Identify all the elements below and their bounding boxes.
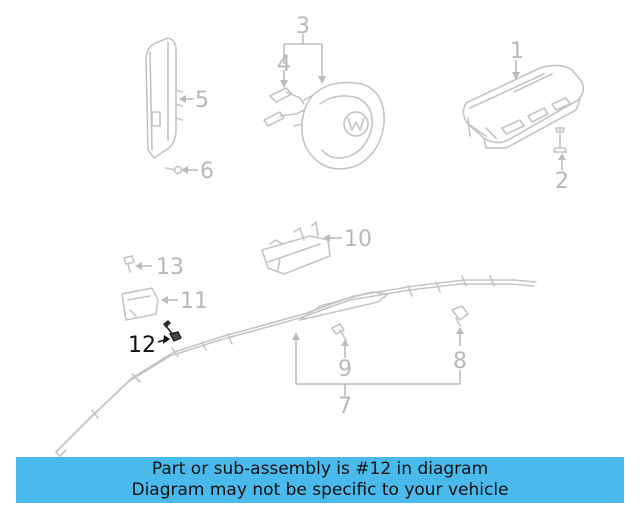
part-4-connector — [263, 87, 305, 127]
part-13-screw: 13 — [123, 255, 184, 280]
part-8-clip: 8 — [451, 305, 469, 384]
part-3-steering-wheel-airbag — [293, 81, 385, 170]
part-7-curtain-airbag: 7 — [55, 275, 537, 457]
callout-2-label: 2 — [555, 169, 569, 194]
part-6-bolt: 6 — [165, 159, 214, 184]
part-12-bolt-highlighted: 12 — [128, 320, 182, 358]
callout-1-label: 1 — [510, 39, 524, 64]
callout-9-label: 9 — [338, 357, 352, 382]
callout-1: 1 — [510, 39, 524, 80]
info-banner: Part or sub-assembly is #12 in diagram D… — [16, 457, 624, 503]
callout-11-label: 11 — [180, 289, 208, 314]
part-2-bolt: 2 — [553, 127, 569, 194]
callout-4-label: 4 — [277, 52, 291, 77]
part-1-passenger-airbag — [462, 64, 585, 149]
banner-line-2: Diagram may not be specific to your vehi… — [131, 480, 509, 500]
callout-7-label: 7 — [338, 394, 352, 419]
part-5-knee-airbag: 5 — [145, 37, 209, 159]
callout-8-label: 8 — [453, 349, 467, 374]
callout-3-label: 3 — [296, 14, 310, 39]
callout-12-label: 12 — [128, 333, 156, 358]
part-9-bolt: 9 — [331, 323, 352, 382]
callout-5-label: 5 — [195, 88, 209, 113]
part-11-cover: 11 — [121, 287, 208, 321]
callout-6-label: 6 — [200, 159, 214, 184]
callout-3-4: 3 4 — [277, 14, 326, 88]
part-10-bracket: 10 — [261, 221, 372, 275]
callout-10-label: 10 — [344, 227, 372, 252]
banner-line-1: Part or sub-assembly is #12 in diagram — [151, 459, 489, 479]
callout-13-label: 13 — [156, 255, 184, 280]
